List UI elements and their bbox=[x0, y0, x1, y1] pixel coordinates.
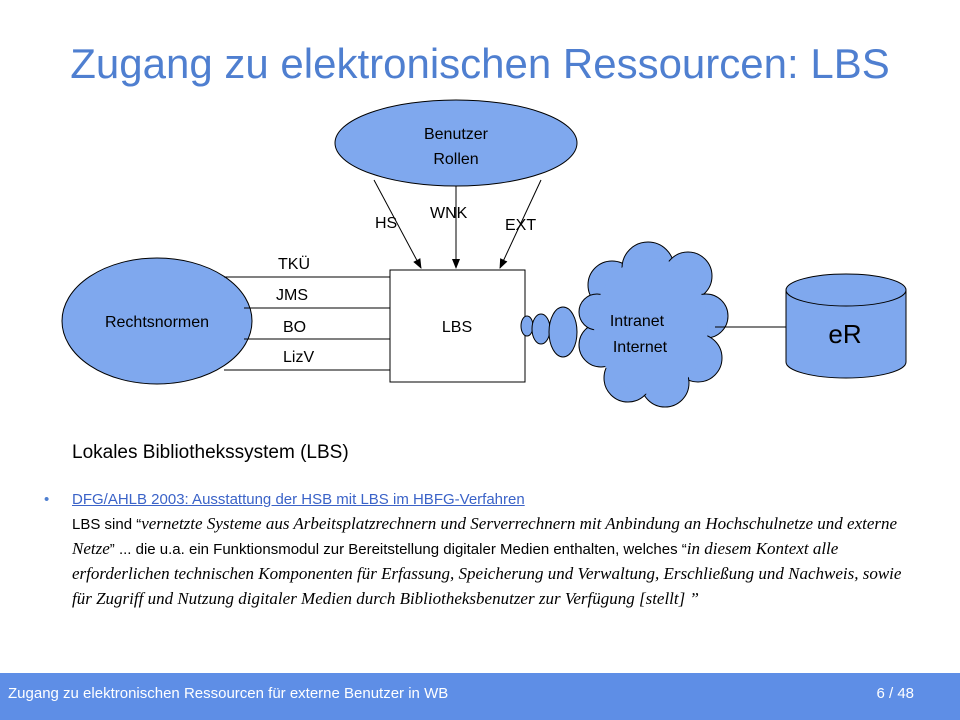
rule-label-lizv: LizV bbox=[283, 349, 314, 366]
er-database-cylinder bbox=[785, 273, 907, 379]
rechtsnormen-label: Rechtsnormen bbox=[105, 314, 209, 331]
slide-title: Zugang zu elektronischen Ressourcen: LBS bbox=[70, 40, 890, 87]
rollen-label: Rollen bbox=[433, 151, 478, 168]
rule-label-jms: JMS bbox=[276, 287, 308, 304]
arrow-ext bbox=[499, 179, 542, 269]
quote-1: vernetzte Systeme aus Arbeitsplatzrechne… bbox=[72, 514, 898, 558]
footer-bar: Zugang zu elektronischen Ressourcen für … bbox=[0, 673, 960, 720]
bullet-item: • DFG/AHLB 2003: Ausstattung der HSB mit… bbox=[44, 488, 924, 612]
bullet-content: DFG/AHLB 2003: Ausstattung der HSB mit L… bbox=[72, 488, 924, 612]
rechtsnormen-ellipse bbox=[61, 257, 253, 385]
quote-2: in diesem Kontext alle erforderlichen te… bbox=[72, 539, 902, 608]
footer-title: Zugang zu elektronischen Ressourcen für … bbox=[8, 685, 449, 702]
arrow-label-hs: HS bbox=[375, 215, 397, 232]
bullet-marker: • bbox=[44, 491, 50, 508]
benutzer-rollen-ellipse bbox=[334, 99, 578, 187]
internet-label: Internet bbox=[613, 339, 668, 356]
rule-label-tku: TKÜ bbox=[278, 255, 310, 273]
rule-label-bo: BO bbox=[283, 319, 306, 336]
section-subtitle: Lokales Bibliothekssystem (LBS) bbox=[72, 442, 349, 463]
lbs-box bbox=[389, 269, 526, 383]
lbs-diagram: Benutzer Rollen HS WNK EXT Rechtsnormen … bbox=[61, 99, 907, 408]
cloud-core bbox=[594, 258, 708, 394]
benutzer-label: Benutzer bbox=[424, 126, 489, 143]
page-number: 6 / 48 bbox=[876, 685, 914, 702]
paragraph-end: ” bbox=[685, 589, 699, 608]
connector-circle bbox=[548, 306, 578, 358]
arrow-hs bbox=[373, 179, 422, 269]
arrow-label-wnk: WNK bbox=[430, 205, 468, 222]
intranet-label: Intranet bbox=[610, 313, 665, 330]
connector-circle bbox=[531, 313, 551, 345]
connector-circle bbox=[520, 315, 534, 337]
paragraph-lead: LBS sind “ bbox=[72, 516, 142, 533]
paragraph-middle: ” ... die u.a. ein Funktionsmodul zur Be… bbox=[109, 541, 687, 558]
lbs-label: LBS bbox=[442, 319, 472, 336]
arrow-label-ext: EXT bbox=[505, 217, 536, 234]
er-label: eR bbox=[828, 319, 861, 349]
dfg-ahlb-link[interactable]: DFG/AHLB 2003: Ausstattung der HSB mit L… bbox=[72, 491, 525, 508]
